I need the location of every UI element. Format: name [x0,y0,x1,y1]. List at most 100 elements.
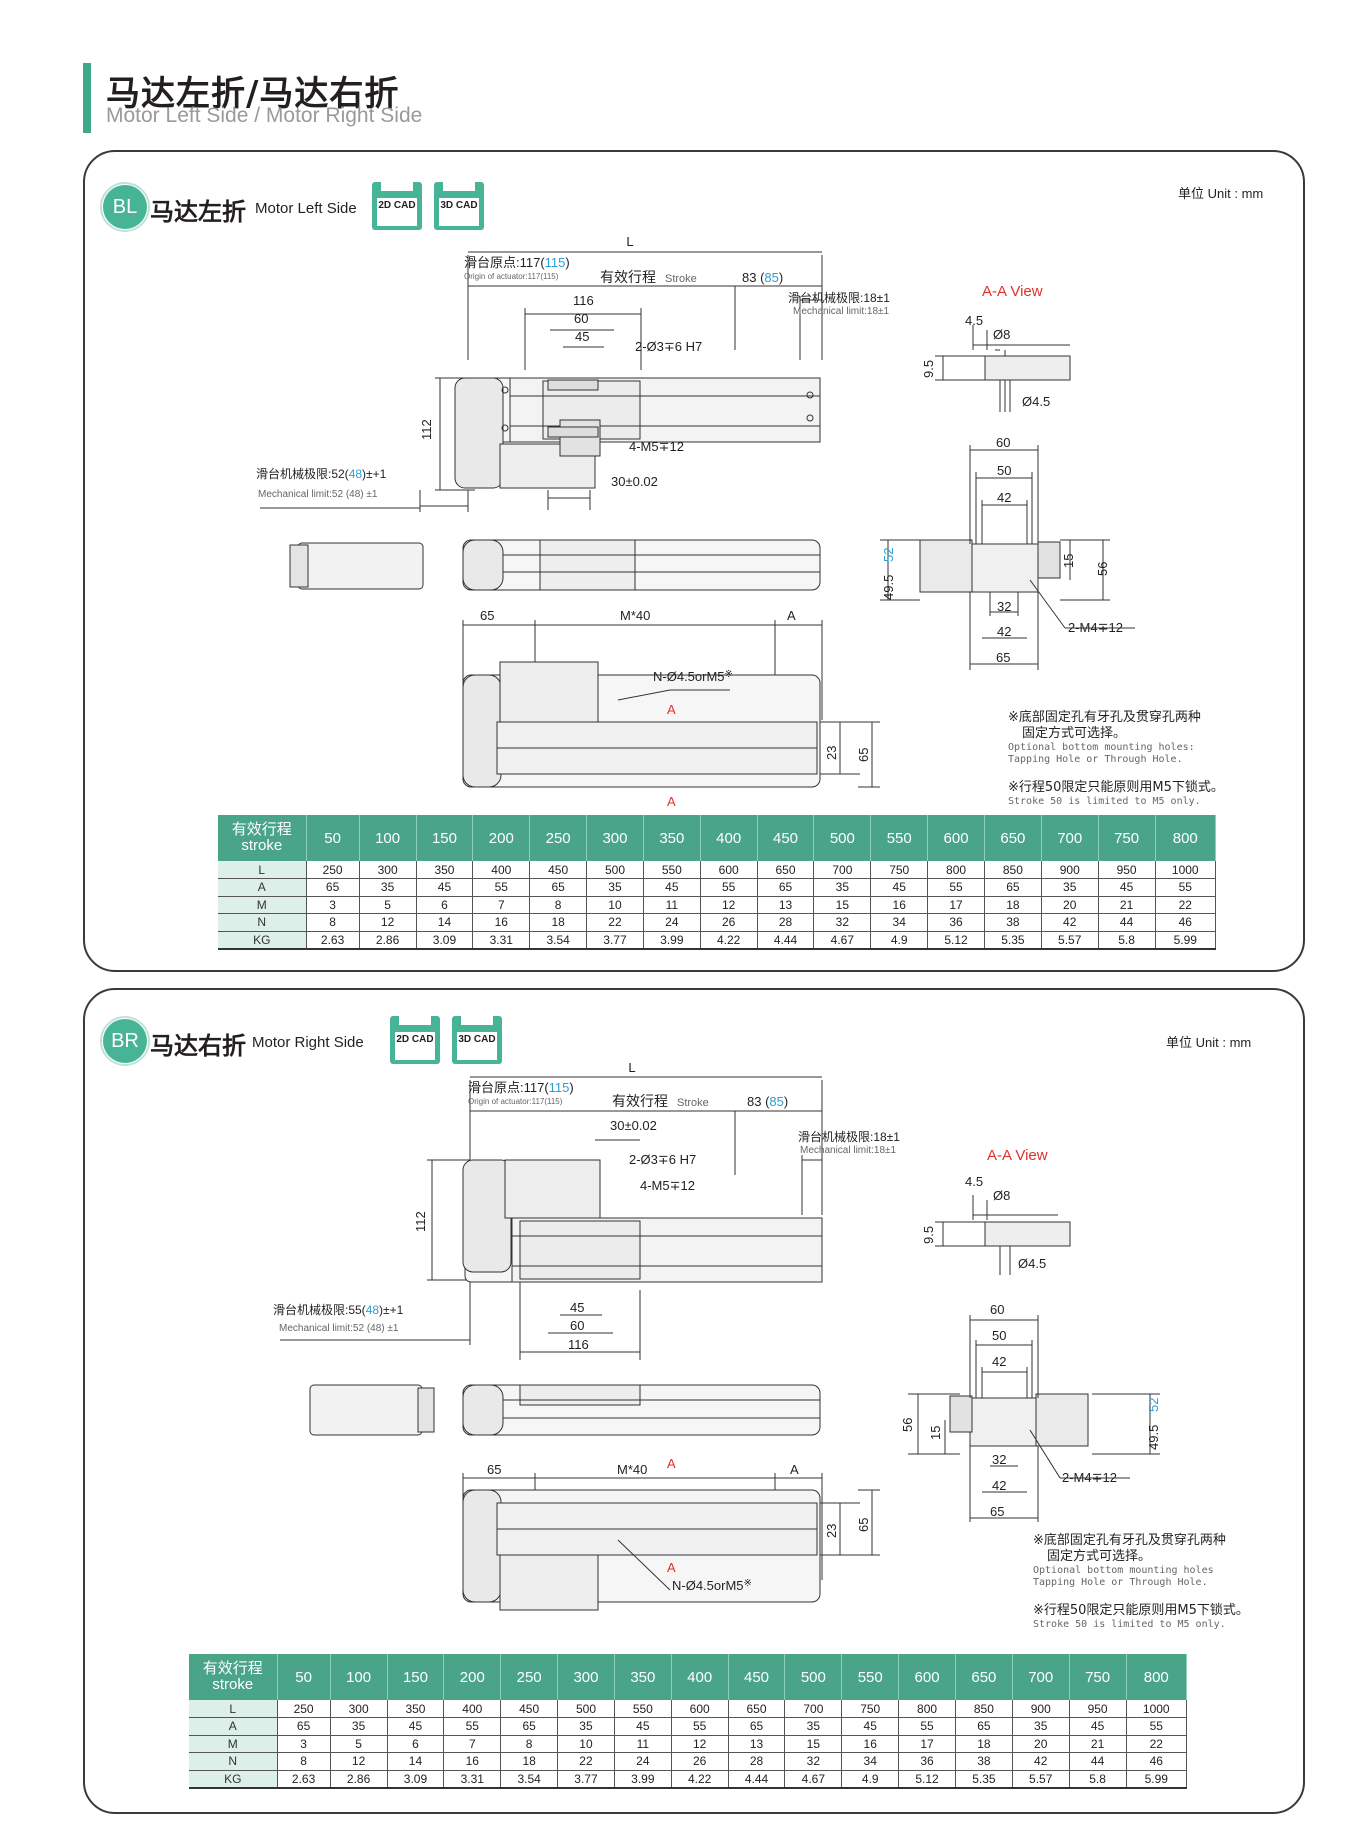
table-cell: 300 [330,1700,388,1718]
dim-A: A [790,1462,799,1477]
stroke-col: 350 [643,815,701,861]
bottom-hole-label: N-Ø4.5orM5※ [672,1578,752,1593]
stroke-col: 200 [472,815,531,861]
mech-limit-left: 滑台机械极限:52(48)±+1 [256,466,387,481]
mech-limit-right-en: Mechanical limit:18±1 [800,1145,897,1156]
side-dim-60: 60 [996,435,1010,450]
table-cell: 7 [472,896,531,914]
mech-limit-left: 滑台机械极限:55(48)±+1 [273,1302,404,1317]
side-dim-49-5: 49.5 [1146,1425,1161,1450]
side-dim-42b: 42 [992,1478,1006,1493]
table-cell: 550 [643,861,701,879]
dim-112: 112 [419,419,434,440]
aa-dim-8: Ø8 [993,327,1010,342]
dim-65: 65 [487,1462,501,1477]
table-cell: 12 [700,896,758,914]
side-dim-52: 52 [1146,1398,1161,1412]
page-title: 马达左折/马达右折 [106,74,400,114]
table-cell: 35 [784,1717,843,1736]
cad-2d-button[interactable]: 2D CAD [390,1016,440,1064]
cad-2d-button[interactable]: 2D CAD [372,182,422,230]
table-cell: 16 [841,1735,900,1753]
stroke-col: 150 [387,1654,445,1700]
table-cell: 5.8 [1069,1770,1127,1789]
side-m4-label: 2-M4∓12 [1062,1470,1117,1485]
table-cell: 6 [416,896,474,914]
table-cell: 45 [841,1717,900,1736]
table-cell: 5.12 [898,1770,956,1789]
cad-3d-button[interactable]: 3D CAD [452,1016,502,1064]
table-cell: 3.77 [586,931,644,950]
page-subtitle: Motor Left Side / Motor Right Side [106,104,423,127]
table-cell: 950 [1098,861,1156,879]
table-cell: 2.86 [359,931,417,950]
table-cell: 8 [529,896,588,914]
table-cell: 600 [700,861,758,879]
note-mounting: ※底部固定孔有牙孔及贯穿孔两种 固定方式可选择。 Optional bottom… [1033,1533,1226,1588]
mech-limit-left-en: Mechanical limit:52 (48) ±1 [258,489,378,500]
table-cell: 1000 [1126,1700,1187,1718]
table-cell: 35 [1012,1717,1070,1736]
side-dim-42: 42 [997,490,1011,505]
side-dim-65: 65 [990,1504,1004,1519]
dim-23: 23 [824,746,839,760]
table-cell: 700 [813,861,872,879]
side-dim-32: 32 [992,1452,1006,1467]
table-cell: 55 [671,1717,729,1736]
aa-dim-8: Ø8 [993,1188,1010,1203]
table-cell: 5.57 [1012,1770,1070,1789]
side-m4-label: 2-M4∓12 [1068,620,1123,635]
table-cell: 22 [1126,1735,1187,1753]
mech-limit-right-en: Mechanical limit:18±1 [793,306,890,317]
table-cell: 4.44 [728,1770,786,1789]
stroke-col: 50 [306,815,360,861]
table-cell: 7 [443,1735,502,1753]
dim-L: L [626,234,633,249]
table-cell: 55 [1126,1717,1187,1736]
origin-label: 滑台原点:117(115) [468,1080,574,1095]
side-dim-32: 32 [997,599,1011,614]
m5-hole-label: 4-M5∓12 [640,1178,695,1193]
stroke-col: 650 [984,815,1042,861]
dim-23: 23 [824,1524,839,1538]
stroke-col: 800 [1155,815,1216,861]
aa-view-title: A-A View [987,1147,1048,1164]
stroke-col: 200 [443,1654,502,1700]
table-cell: 18 [500,1752,559,1771]
stroke-col: 50 [277,1654,331,1700]
dim-m40: M*40 [620,608,650,623]
badge-ring [100,182,150,232]
stroke-label-en: Stroke [665,273,697,285]
table-cell: 15 [784,1735,843,1753]
table-cell: 2.86 [330,1770,388,1789]
table-cell: 5.35 [984,931,1042,950]
drawing-bl: L 滑台原点:117(115) Origin of actuator:117(1… [256,234,1135,809]
table-cell: 8 [500,1735,559,1753]
table-cell: 2.63 [277,1770,331,1789]
stroke-col: 450 [757,815,815,861]
side-dim-52: 52 [881,548,896,562]
table-cell: 65 [728,1717,786,1736]
unit-label: 单位 Unit : mm [1166,1035,1252,1050]
dim-45: 45 [575,329,589,344]
table-cell: 45 [870,878,929,897]
cad-3d-button[interactable]: 3D CAD [434,182,484,230]
table-cell: 38 [955,1752,1013,1771]
aa-dim-4-5: 4.5 [965,1174,983,1189]
table-cell: 21 [1069,1735,1127,1753]
table-cell: 20 [1041,896,1099,914]
table-cell: 22 [557,1752,615,1771]
table-cell: 35 [557,1717,615,1736]
table-cell: 34 [870,913,929,932]
stroke-col: 550 [841,1654,900,1700]
table-cell: 5.99 [1126,1770,1187,1789]
table-cell: 10 [586,896,644,914]
table-cell: 800 [898,1700,956,1718]
table-cell: 55 [472,878,531,897]
origin-label-en: Origin of actuator:117(115) [464,272,559,281]
side-dim-42b: 42 [997,624,1011,639]
table-cell: 5 [359,896,417,914]
